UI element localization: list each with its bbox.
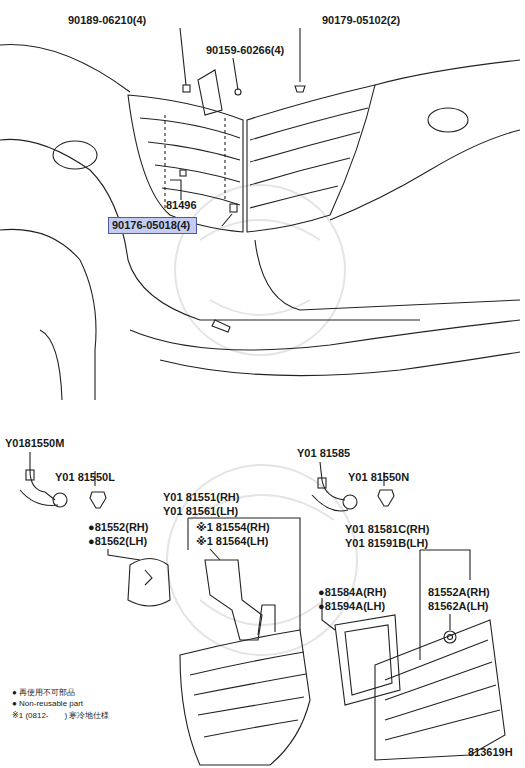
legend-note: ● 再使用不可部品 [12, 688, 75, 698]
figure-number: 813619H [468, 746, 513, 759]
part-number: Y01 81550N [348, 471, 409, 484]
part-number: Y01 81551(RH) [163, 491, 239, 504]
part-number: 90189-06210(4) [68, 14, 146, 27]
part-number: 81496 [166, 199, 197, 212]
part-number: 81552A(RH) [428, 586, 490, 599]
part-number: Y01 81585 [297, 447, 350, 460]
part-number: ※1 81564(LH) [196, 535, 268, 548]
part-number: 90159-60266(4) [206, 44, 284, 57]
part-number: Y01 81591B(LH) [345, 537, 428, 550]
part-number: ●81552(RH) [88, 521, 148, 534]
part-number: ●81562(LH) [88, 535, 147, 548]
part-number: ●81594A(LH) [318, 600, 385, 613]
part-number: 81562A(LH) [428, 600, 489, 613]
highlight-box: 90176-05018(4) [108, 217, 197, 234]
part-number: Y01 81550L [55, 471, 115, 484]
part-number: 90176-05018(4) [112, 219, 193, 232]
part-number: 90179-05102(2) [322, 14, 400, 27]
part-number: ※1 81554(RH) [196, 521, 270, 534]
part-number: Y0181550M [5, 437, 64, 450]
legend-note: ● Non-reusable part [12, 699, 83, 709]
legend-note: ※1 (0812- ) 寒冷地仕様 [12, 711, 109, 721]
part-number: ●81584A(RH) [318, 586, 386, 599]
part-number: Y01 81561(LH) [163, 505, 238, 518]
part-number: Y01 81581C(RH) [345, 523, 429, 536]
